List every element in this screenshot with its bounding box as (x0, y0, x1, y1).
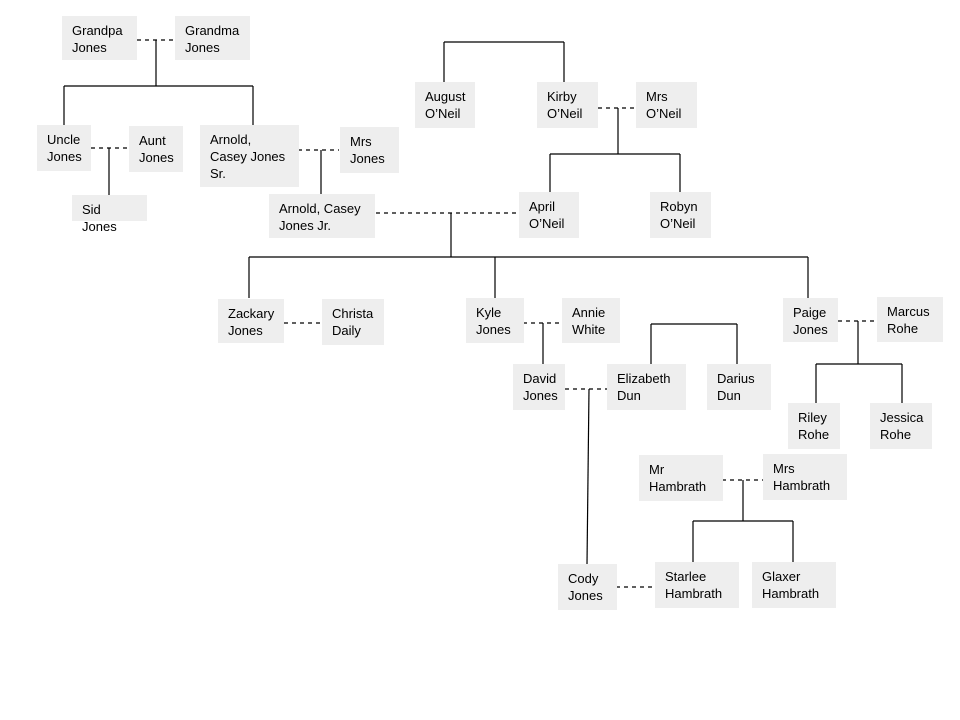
person-name: Cody Jones (568, 571, 603, 603)
person-david-jones: David Jones (513, 364, 565, 410)
person-paige-jones: Paige Jones (783, 298, 838, 342)
person-riley-rohe: Riley Rohe (788, 403, 840, 449)
person-name: Grandma Jones (185, 23, 240, 55)
person-name: Arnold, Casey Jones Sr. (210, 132, 286, 181)
person-name: Starlee Hambrath (665, 569, 723, 601)
person-name: Arnold, Casey Jones Jr. (279, 201, 361, 233)
person-sid-jones: Sid Jones (72, 195, 147, 234)
person-name: Kirby O’Neil (547, 89, 583, 121)
person-elizabeth-dun: Elizabeth Dun (607, 364, 686, 410)
person-name: Jessica Rohe (880, 410, 924, 442)
person-name: April O’Neil (529, 199, 565, 231)
person-jessica-rohe: Jessica Rohe (870, 403, 932, 449)
person-arnold-casey-jones-sr: Arnold, Casey Jones Sr. (200, 125, 299, 187)
person-cody-jones: Cody Jones (558, 564, 617, 610)
person-starlee-hambrath: Starlee Hambrath (655, 562, 739, 608)
person-grandpa-jones: Grandpa Jones (62, 16, 137, 60)
person-august-oneil: August O’Neil (415, 82, 475, 128)
person-name: Zackary Jones (228, 306, 275, 338)
person-mr-hambrath: Mr Hambrath (639, 455, 723, 501)
person-uncle-jones: Uncle Jones (37, 125, 91, 171)
person-name: David Jones (523, 371, 558, 403)
person-name: Uncle Jones (47, 132, 82, 164)
person-name: Annie White (572, 305, 606, 337)
person-name: Darius Dun (717, 371, 755, 403)
person-glaxer-hambrath: Glaxer Hambrath (752, 562, 836, 608)
person-name: Elizabeth Dun (617, 371, 671, 403)
person-name: Marcus Rohe (887, 304, 930, 336)
person-name: Sid Jones (82, 202, 117, 234)
person-darius-dun: Darius Dun (707, 364, 771, 410)
person-mrs-oneil: Mrs O’Neil (636, 82, 697, 128)
person-grandma-jones: Grandma Jones (175, 16, 250, 60)
person-robyn-oneil: Robyn O’Neil (650, 192, 711, 238)
person-zackary-jones: Zackary Jones (218, 299, 284, 343)
person-name: Riley Rohe (798, 410, 830, 442)
person-kyle-jones: Kyle Jones (466, 298, 524, 343)
person-marcus-rohe: Marcus Rohe (877, 297, 943, 342)
person-april-oneil: April O’Neil (519, 192, 579, 238)
person-name: Christa Daily (332, 306, 374, 338)
person-annie-white: Annie White (562, 298, 620, 343)
person-name: Robyn O’Neil (660, 199, 698, 231)
person-name: Mrs Jones (350, 134, 385, 166)
person-name: August O’Neil (425, 89, 466, 121)
person-name: Mr Hambrath (649, 462, 707, 494)
child-link-cody (586, 388, 590, 565)
person-name: Mrs Hambrath (773, 461, 831, 493)
person-name: Glaxer Hambrath (762, 569, 820, 601)
person-name: Mrs O’Neil (646, 89, 682, 121)
person-name: Kyle Jones (476, 305, 511, 337)
person-christa-daily: Christa Daily (322, 299, 384, 345)
person-kirby-oneil: Kirby O’Neil (537, 82, 598, 128)
person-aunt-jones: Aunt Jones (129, 126, 183, 172)
person-name: Aunt Jones (139, 133, 174, 165)
person-arnold-casey-jones-jr: Arnold, Casey Jones Jr. (269, 194, 375, 238)
person-name: Paige Jones (793, 305, 828, 337)
person-name: Grandpa Jones (72, 23, 123, 55)
person-mrs-hambrath: Mrs Hambrath (763, 454, 847, 500)
person-mrs-jones: Mrs Jones (340, 127, 399, 173)
